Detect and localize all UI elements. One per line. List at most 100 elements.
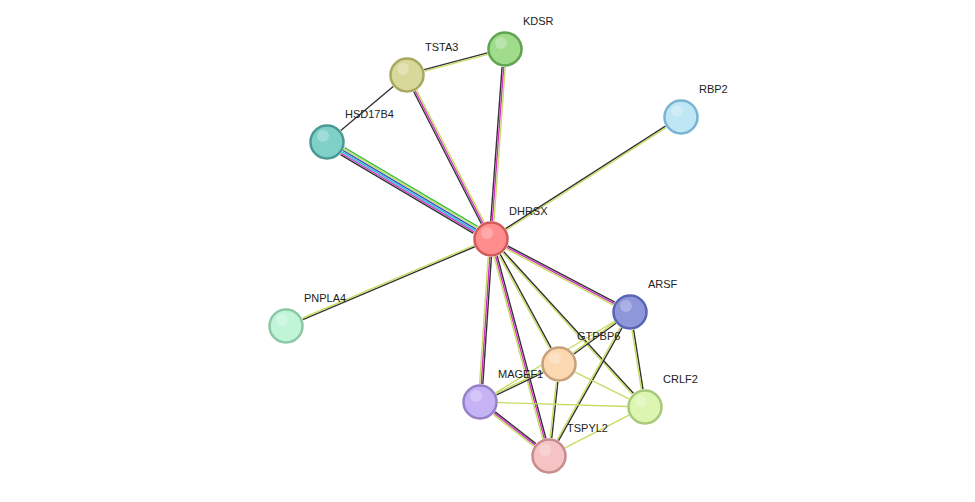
evidence-line <box>481 257 490 384</box>
node-circle <box>268 308 304 344</box>
node-circle <box>627 389 663 425</box>
node-disc <box>311 126 344 159</box>
node-label: GTPBP6 <box>577 330 620 343</box>
node-highlight <box>635 395 647 407</box>
node-disc <box>489 33 522 66</box>
interaction-edge <box>498 403 627 407</box>
node-label: CRLF2 <box>663 373 698 386</box>
evidence-line <box>303 247 475 320</box>
interaction-edge <box>575 372 629 399</box>
node-label: TSPYL2 <box>567 422 608 435</box>
node-circle <box>612 294 648 330</box>
evidence-line <box>343 150 476 229</box>
interaction-edge <box>565 415 629 448</box>
evidence-line <box>550 382 556 438</box>
protein-node: RBP2 <box>663 99 699 135</box>
node-highlight <box>481 227 493 239</box>
node-disc <box>533 440 566 473</box>
evidence-line <box>632 330 641 389</box>
evidence-line <box>557 327 620 440</box>
evidence-line <box>494 413 535 445</box>
node-highlight <box>549 352 561 364</box>
evidence-line <box>494 67 505 221</box>
node-circle <box>541 346 577 382</box>
node-circle <box>389 57 425 93</box>
node-highlight <box>397 63 409 75</box>
evidence-line <box>344 149 477 228</box>
evidence-line <box>506 126 666 229</box>
node-disc <box>614 296 647 329</box>
interaction-edge <box>491 67 506 221</box>
evidence-line <box>495 412 536 444</box>
protein-node: DHRSX <box>473 221 509 257</box>
node-label: HSD17B4 <box>345 108 394 121</box>
protein-node: TSTA3 <box>389 57 425 93</box>
node-label: DHRSX <box>509 205 548 218</box>
evidence-line <box>302 245 474 318</box>
node-disc <box>464 386 497 419</box>
interaction-edge <box>480 257 492 384</box>
node-label: ARSF <box>648 278 677 291</box>
evidence-line <box>424 53 487 70</box>
interaction-edge <box>494 256 546 439</box>
evidence-line <box>565 415 629 448</box>
evidence-line <box>342 152 475 231</box>
protein-node: GTPBP6 <box>541 346 577 382</box>
interaction-edge <box>632 330 643 390</box>
evidence-line <box>496 256 545 438</box>
node-label: PNPLA4 <box>304 292 346 305</box>
evidence-line <box>480 257 489 384</box>
node-circle <box>462 384 498 420</box>
node-label: MAGEF1 <box>498 368 543 381</box>
interaction-edge <box>493 412 536 446</box>
interaction-edge <box>302 245 474 319</box>
node-highlight <box>470 390 482 402</box>
evidence-line <box>493 414 534 446</box>
evidence-line <box>341 153 474 232</box>
node-circle <box>487 31 523 67</box>
evidence-line <box>575 372 629 399</box>
evidence-line <box>492 67 503 221</box>
node-label: TSTA3 <box>425 41 458 54</box>
evidence-line <box>345 148 478 227</box>
evidence-line <box>491 67 502 221</box>
node-highlight <box>317 130 329 142</box>
interaction-edge <box>341 87 393 131</box>
evidence-line <box>507 127 667 230</box>
evidence-line <box>494 257 543 439</box>
node-circle <box>531 438 567 474</box>
evidence-line <box>425 54 488 71</box>
node-disc <box>270 310 303 343</box>
node-circle <box>663 99 699 135</box>
evidence-line <box>497 256 546 438</box>
node-highlight <box>539 444 551 456</box>
node-circle <box>309 124 345 160</box>
node-highlight <box>620 300 632 312</box>
node-disc <box>543 348 576 381</box>
interaction-edge <box>424 53 488 71</box>
node-label: RBP2 <box>699 83 728 96</box>
node-highlight <box>276 314 288 326</box>
node-highlight <box>671 105 683 117</box>
evidence-line <box>634 330 643 389</box>
node-highlight <box>495 37 507 49</box>
node-circle <box>473 221 509 257</box>
evidence-line <box>506 249 613 305</box>
protein-node: HSD17B4 <box>309 124 345 160</box>
interaction-edge <box>550 382 558 438</box>
node-disc <box>629 391 662 424</box>
protein-node: CRLF2 <box>627 389 663 425</box>
node-label: KDSR <box>523 15 554 28</box>
node-disc <box>665 101 698 134</box>
interaction-edge <box>340 148 477 234</box>
protein-node: KDSR <box>487 31 523 67</box>
evidence-line <box>341 87 393 131</box>
protein-node: ARSF <box>612 294 648 330</box>
interaction-edge <box>506 126 667 230</box>
protein-node: TSPYL2 <box>531 438 567 474</box>
protein-node: PNPLA4 <box>268 308 304 344</box>
evidence-line <box>340 155 473 234</box>
node-disc <box>475 223 508 256</box>
protein-node: MAGEF1 <box>462 384 498 420</box>
